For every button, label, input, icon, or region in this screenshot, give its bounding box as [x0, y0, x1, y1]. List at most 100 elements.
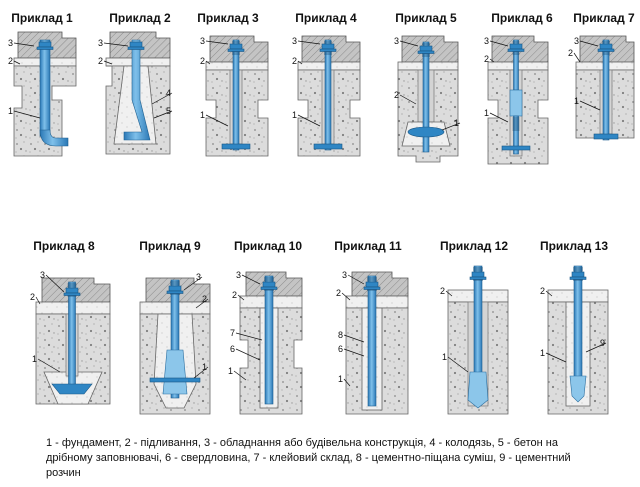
- callout-label: 9: [600, 338, 605, 348]
- nut: [321, 43, 335, 50]
- example-title: Приклад 13: [540, 239, 608, 253]
- callout-label: 8: [338, 330, 343, 340]
- washer: [127, 46, 145, 50]
- callout-label: 2: [440, 286, 445, 296]
- callout-label: 2: [202, 294, 207, 304]
- leader-line: [573, 52, 581, 63]
- leader-line: [37, 358, 61, 373]
- leader-line: [441, 122, 461, 131]
- leader-line: [13, 60, 21, 65]
- leader-line: [205, 60, 211, 65]
- anchor-bolt: [513, 115, 519, 155]
- leader-line: [347, 274, 365, 285]
- leader-line: [545, 290, 553, 297]
- anchor-plate: [407, 126, 445, 138]
- callout-label: 6: [338, 344, 343, 354]
- leader-line: [45, 274, 65, 293]
- anchor-bolt: [573, 265, 583, 385]
- callout-label: 3: [196, 272, 201, 282]
- leader-line: [489, 40, 509, 47]
- example-9: Приклад 9 3 2 1: [139, 239, 211, 415]
- leader-line: [445, 290, 453, 297]
- example-title: Приклад 4: [295, 11, 357, 25]
- anchor-bolt-hook: [39, 129, 69, 147]
- nut: [419, 45, 433, 52]
- anchor-plate: [149, 377, 201, 383]
- callout-label: 2: [394, 90, 399, 100]
- callout-label: 1: [200, 110, 205, 120]
- callout-label: 1: [484, 108, 489, 118]
- callout-label: 2: [540, 286, 545, 296]
- nut: [262, 281, 276, 288]
- leader-line: [341, 292, 351, 301]
- leader-line: [103, 42, 129, 47]
- anchor-bolt: [68, 281, 76, 391]
- leader-line: [585, 342, 607, 353]
- nut: [599, 43, 613, 50]
- callout-label: 1: [8, 106, 13, 116]
- leader-line: [205, 40, 229, 45]
- callout-label: 4: [166, 88, 171, 98]
- callout-label: 2: [484, 54, 489, 64]
- callout-label: 1: [540, 348, 545, 358]
- callout-label: 2: [232, 290, 237, 300]
- washer: [417, 50, 435, 54]
- leader-line: [235, 332, 263, 341]
- callout-label: 2: [30, 292, 35, 302]
- washer: [260, 286, 278, 290]
- callout-label: 1: [32, 354, 37, 364]
- washer: [227, 48, 245, 52]
- example-title: Приклад 7: [573, 11, 635, 25]
- example-13: Приклад 13 2 1 9: [540, 239, 609, 415]
- callout-label: 3: [40, 270, 45, 280]
- callout-label: 2: [200, 56, 205, 66]
- leader-line: [447, 356, 469, 373]
- expansion-sleeve: [467, 371, 489, 409]
- grout-layer: [345, 295, 409, 309]
- example-title: Приклад 9: [139, 239, 201, 253]
- anchor-bolt: [123, 39, 151, 141]
- callout-label: 3: [574, 36, 579, 46]
- leader-line: [579, 100, 601, 111]
- nut: [38, 41, 52, 48]
- leader-line: [13, 110, 41, 119]
- callout-label: 1: [454, 118, 459, 128]
- example-title: Приклад 6: [491, 11, 553, 25]
- leader-line: [237, 294, 245, 301]
- anchor-bolt: [324, 39, 332, 151]
- callout-label: 3: [8, 38, 13, 48]
- callout-label: 3: [342, 270, 347, 280]
- leader-line: [233, 370, 247, 381]
- callout-label: 1: [202, 362, 207, 372]
- leader-line: [35, 296, 41, 305]
- example-title: Приклад 3: [197, 11, 259, 25]
- example-title: Приклад 8: [33, 239, 95, 253]
- anchor-plate: [313, 143, 343, 150]
- anchor-plate: [593, 133, 619, 140]
- callout-label: 2: [8, 56, 13, 66]
- washer: [36, 46, 54, 50]
- callout-label: 1: [338, 374, 343, 384]
- leader-line: [151, 92, 173, 105]
- anchor-bolt: [602, 39, 610, 141]
- callout-label: 1: [228, 366, 233, 376]
- leader-line: [153, 110, 173, 119]
- nut: [365, 281, 379, 288]
- example-title: Приклад 11: [334, 239, 402, 253]
- callout-label: 6: [230, 344, 235, 354]
- anchor-plate: [501, 145, 531, 151]
- anchor-plate: [221, 143, 251, 150]
- anchor-bolt: [264, 275, 274, 405]
- nut: [509, 43, 523, 50]
- leader-line: [343, 348, 365, 357]
- nut: [571, 271, 585, 278]
- nut: [129, 41, 143, 48]
